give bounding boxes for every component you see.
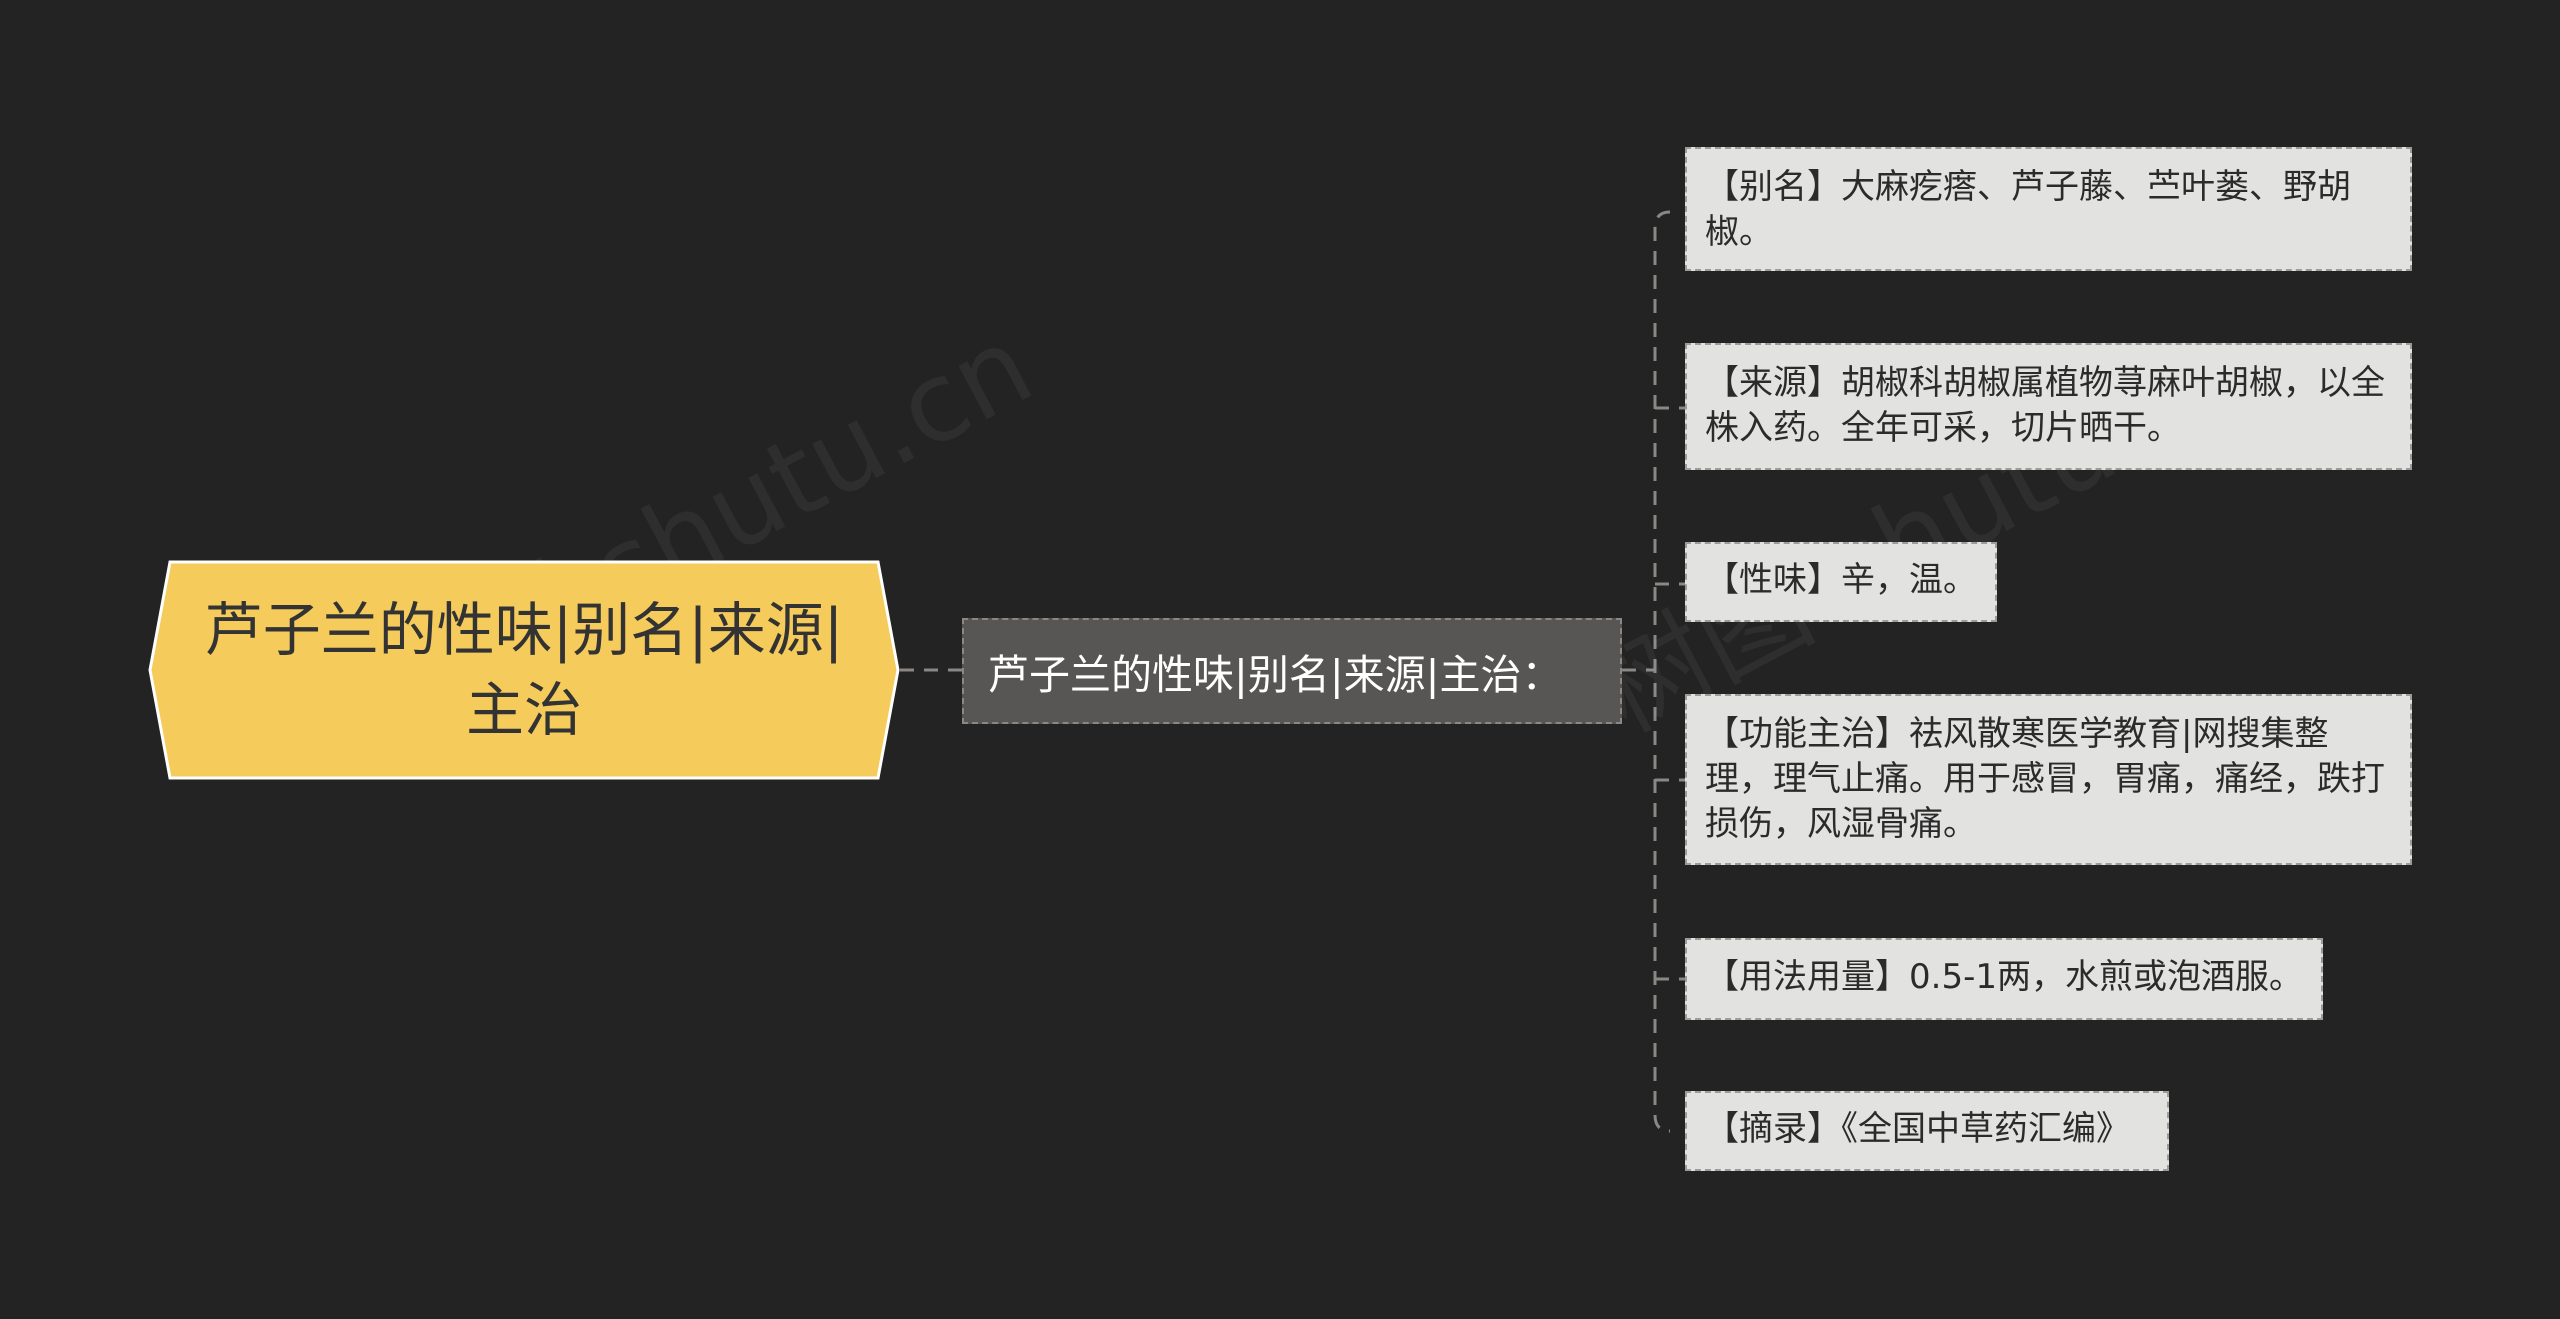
leaf-node-text: 【用法用量】0.5-1两，水煎或泡酒服。: [1705, 957, 2303, 997]
leaf-node-alias[interactable]: 【别名】大麻疙瘩、芦子藤、苎叶蒌、野胡椒。: [1685, 147, 2412, 271]
branch-topic-node[interactable]: 芦子兰的性味|别名|来源|主治：: [962, 618, 1622, 724]
leaf-node-nature-taste[interactable]: 【性味】辛，温。: [1685, 542, 1997, 622]
leaf-node-text: 【摘录】《全国中草药汇编》: [1705, 1109, 2130, 1149]
leaf-node-function-indication[interactable]: 【功能主治】祛风散寒医学教育|网搜集整理，理气止痛。用于感冒，胃痛，痛经，跌打损…: [1685, 694, 2412, 865]
trunk-connector: [1653, 210, 1671, 1133]
root-topic-label: 芦子兰的性味|别名|来源|主治: [204, 596, 844, 744]
leaf-node-source[interactable]: 【来源】胡椒科胡椒属植物荨麻叶胡椒，以全株入药。全年可采，切片晒干。: [1685, 343, 2412, 470]
leaf-node-text: 【功能主治】祛风散寒医学教育|网搜集整理，理气止痛。用于感冒，胃痛，痛经，跌打损…: [1705, 714, 2385, 844]
leaf-node-text: 【来源】胡椒科胡椒属植物荨麻叶胡椒，以全株入药。全年可采，切片晒干。: [1705, 363, 2385, 448]
leaf-node-text: 【别名】大麻疙瘩、芦子藤、苎叶蒌、野胡椒。: [1705, 167, 2351, 252]
root-topic-node[interactable]: 芦子兰的性味|别名|来源|主治: [148, 560, 900, 780]
root-hexagon-shape: [148, 560, 900, 780]
leaf-node-excerpt[interactable]: 【摘录】《全国中草药汇编》: [1685, 1091, 2169, 1171]
leaf-node-text: 【性味】辛，温。: [1705, 560, 1977, 600]
leaf-node-usage-dosage[interactable]: 【用法用量】0.5-1两，水煎或泡酒服。: [1685, 938, 2323, 1020]
